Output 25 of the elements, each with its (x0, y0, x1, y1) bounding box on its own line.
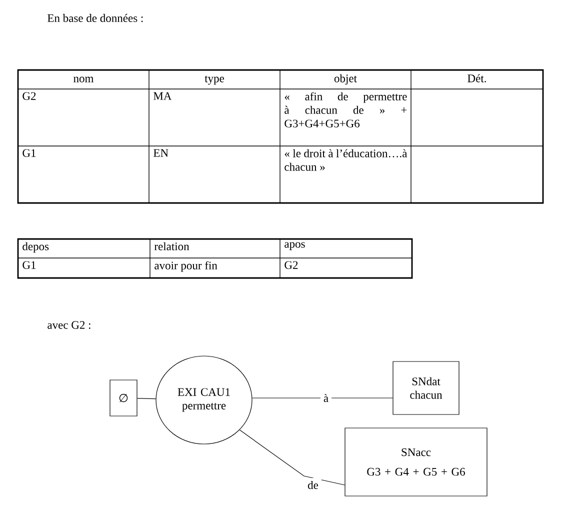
connector (137, 398, 156, 400)
table-cell: apos (284, 242, 305, 250)
table-cell: avoir pour fin (154, 261, 218, 272)
section-label: avec G2 : (48, 321, 90, 329)
box: SNacc G3 + G4 + G5 + G6 (344, 428, 488, 496)
column-header: type (204, 76, 224, 85)
table-cell: « le droit à l’éducation….à chacun » (284, 149, 408, 171)
table-cell: « afin de permettre à chacun de » + G3+G4+G5+G6 (284, 92, 407, 128)
box: SNdat chacun (392, 361, 460, 415)
column-header: Dét. (468, 74, 486, 82)
table-cell: G2 (22, 92, 36, 100)
table-cell: G1 (22, 149, 36, 157)
table-cell: depos (22, 242, 49, 253)
edge-label: de (304, 478, 322, 492)
table-cell: EN (154, 149, 168, 157)
table-cell: MA (154, 92, 172, 100)
connector (239, 430, 345, 486)
edge-label: à (320, 390, 332, 406)
heading: En base de données : (48, 14, 143, 22)
box: ∅ (110, 380, 138, 416)
column-header: objet (334, 74, 357, 85)
table-cell: G2 (284, 261, 298, 269)
table-cell: relation (154, 242, 190, 250)
column-header: nom (74, 76, 94, 82)
table-cell: G1 (22, 261, 36, 269)
